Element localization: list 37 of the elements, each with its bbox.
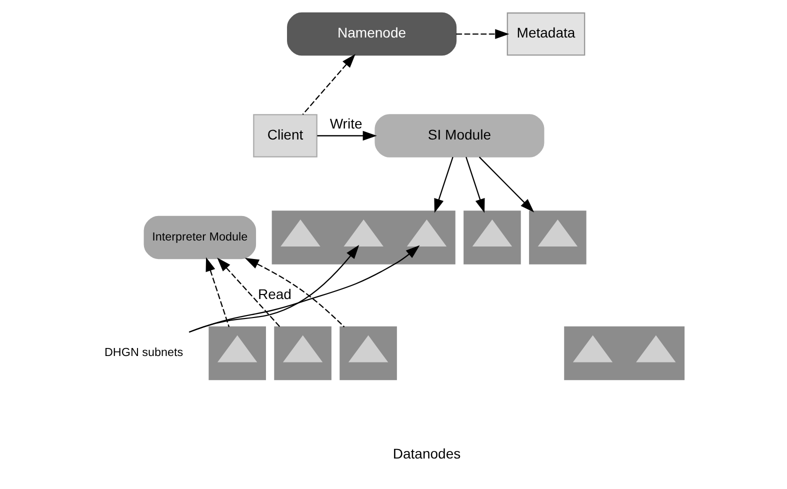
node-box: Interpreter Module bbox=[143, 216, 256, 260]
cluster bbox=[564, 326, 684, 380]
cluster bbox=[463, 210, 520, 264]
arrow bbox=[205, 257, 230, 328]
node-triangle bbox=[280, 220, 320, 247]
arrow bbox=[316, 130, 376, 141]
arrow bbox=[456, 29, 509, 39]
arrow bbox=[434, 156, 453, 213]
cluster bbox=[528, 210, 586, 264]
node-triangle bbox=[343, 220, 383, 247]
node-triangle bbox=[572, 335, 612, 362]
arrow bbox=[465, 156, 484, 213]
cluster bbox=[271, 210, 455, 264]
node-box: Client bbox=[252, 114, 317, 158]
node-box: Metadata bbox=[506, 12, 585, 56]
node-text: DHGN subnets bbox=[104, 346, 183, 360]
arrow bbox=[188, 245, 420, 333]
node-box: SI Module bbox=[374, 114, 544, 158]
node-triangle bbox=[406, 220, 446, 247]
edge-label: Read bbox=[257, 286, 291, 302]
edge-label: Write bbox=[329, 115, 362, 132]
cluster bbox=[274, 326, 331, 380]
arrow bbox=[244, 258, 344, 328]
arrow bbox=[478, 156, 534, 212]
arrow bbox=[216, 258, 280, 328]
arrow bbox=[188, 244, 359, 333]
cluster bbox=[339, 326, 396, 380]
cluster bbox=[208, 326, 266, 380]
node-triangle bbox=[216, 335, 257, 362]
label: Datanodes bbox=[392, 446, 460, 462]
node-triangle bbox=[537, 220, 578, 247]
node-triangle bbox=[348, 335, 388, 362]
node-box: Namenode bbox=[286, 12, 456, 56]
arrow bbox=[302, 54, 355, 115]
node-triangle bbox=[282, 335, 322, 362]
node-triangle bbox=[636, 335, 676, 362]
node-triangle bbox=[472, 220, 512, 247]
